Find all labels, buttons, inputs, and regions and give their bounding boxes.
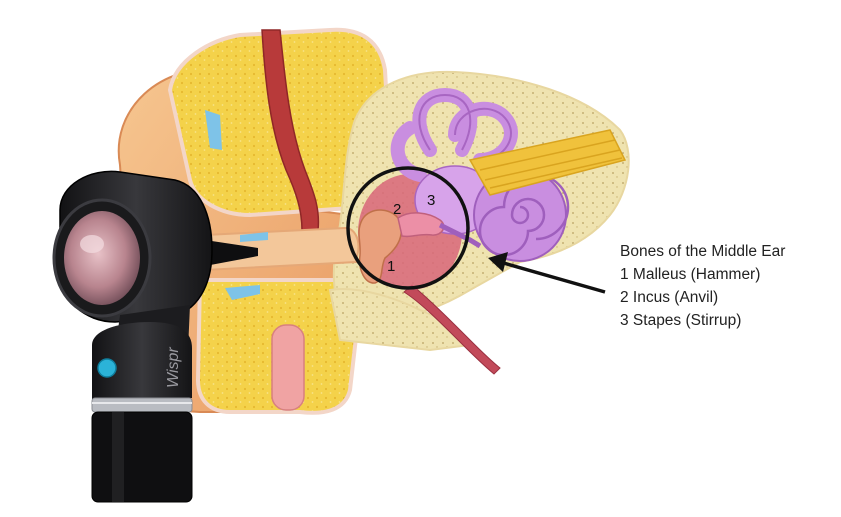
device-brand-label: Wispr bbox=[165, 347, 182, 388]
power-button-icon bbox=[98, 359, 116, 377]
label-marker-1: 1 bbox=[387, 258, 395, 275]
parotid-tissue bbox=[272, 325, 304, 410]
label-marker-3: 3 bbox=[427, 192, 435, 209]
legend-item-malleus: 1 Malleus (Hammer) bbox=[620, 263, 785, 286]
legend-item-stapes: 3 Stapes (Stirrup) bbox=[620, 309, 785, 332]
pointer-arrow bbox=[488, 252, 605, 292]
legend-title: Bones of the Middle Ear bbox=[620, 240, 785, 263]
legend-item-incus: 2 Incus (Anvil) bbox=[620, 286, 785, 309]
legend: Bones of the Middle Ear 1 Malleus (Hamme… bbox=[620, 240, 785, 332]
label-marker-2: 2 bbox=[393, 201, 401, 218]
